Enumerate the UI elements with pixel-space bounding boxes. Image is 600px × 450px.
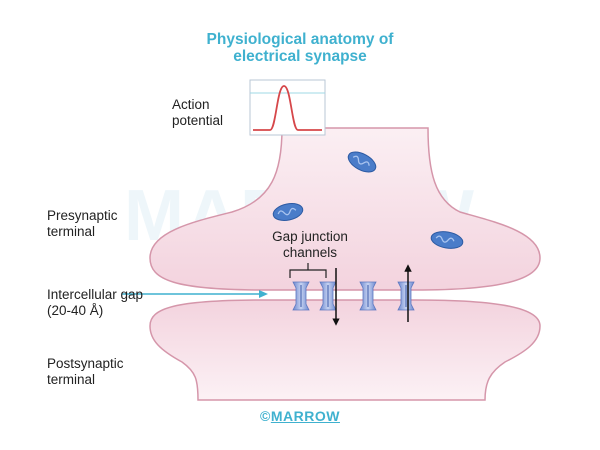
mitochondrion-3 <box>430 231 464 249</box>
label-action-line-2: potential <box>172 113 224 128</box>
label-gap-junction-line-1: Gap junction <box>272 229 348 244</box>
presynaptic-terminal <box>149 127 541 291</box>
intercellular-gap-pointer-head <box>259 290 268 298</box>
gap-junction-channel-4 <box>397 281 415 311</box>
mitochondrion-1 <box>347 151 377 173</box>
copyright-brand: MARROW <box>270 408 340 424</box>
label-postsynaptic-line-1: Postsynaptic <box>47 356 124 371</box>
label-intercellular-gap-line-2: (20-40 Å) <box>47 303 104 318</box>
gap-junction-channel-3 <box>359 281 377 311</box>
gap-junction-channel-2 <box>319 281 337 311</box>
label-presynaptic-line-2: terminal <box>47 224 96 239</box>
gap-junction-channel-1 <box>292 281 310 311</box>
label-intercellular-gap-line-1: Intercellular gap <box>47 287 144 302</box>
label-presynaptic-line-1: Presynaptic <box>47 208 118 223</box>
diagram-title-line-2: electrical synapse <box>233 48 367 65</box>
copyright-mark: ©MARROW <box>0 408 600 424</box>
label-action-line-1: Action <box>172 97 210 112</box>
mitochondrion-2 <box>272 203 304 221</box>
label-gap-junction-line-2: channels <box>282 245 338 260</box>
gap-junction-bracket <box>289 263 327 278</box>
label-postsynaptic-line-2: terminal <box>47 372 96 387</box>
diagram-title-line-1: Physiological anatomy of <box>206 31 394 48</box>
action-potential-trace <box>253 85 322 131</box>
action-potential-graph <box>249 79 326 136</box>
copyright-symbol: © <box>260 408 271 424</box>
postsynaptic-terminal <box>149 299 541 401</box>
